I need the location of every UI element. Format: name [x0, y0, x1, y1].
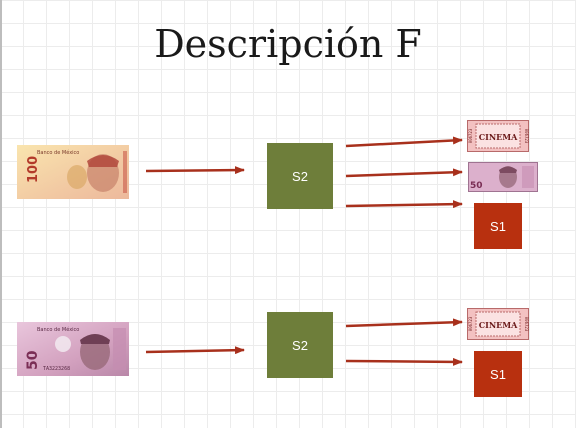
ticket2-text: CINEMA [479, 320, 518, 330]
banknote-50-image: 50 Banco de México TA3223268 [17, 322, 129, 376]
s1-box-1: S1 [474, 203, 522, 249]
ticket2-right-number: 006723 [524, 317, 529, 332]
banknote-50-small-image: 50 [468, 162, 538, 192]
s2-box-1: S2 [267, 143, 333, 209]
bill100-bank-text: Banco de México [37, 149, 79, 156]
bill50-serial: TA3223268 [43, 366, 70, 372]
arrow-s2-to-ticket-2 [345, 318, 463, 328]
ticket1-text: CINEMA [479, 132, 518, 142]
s1-label-1: S1 [490, 218, 506, 234]
arrow-s2-to-bill50-1 [345, 168, 463, 178]
bill50-bank-text: Banco de México [37, 326, 79, 333]
arrow-s2-to-ticket-1 [345, 136, 463, 148]
s2-label-2: S2 [292, 337, 308, 353]
s1-label-2: S1 [490, 366, 506, 382]
s1-box-2: S1 [474, 351, 522, 397]
arrow-s2-to-s1-1 [345, 200, 463, 209]
banknote-100-image: 100 Banco de México [17, 145, 129, 199]
cinema-ticket-1: CINEMA 006723 006723 [467, 120, 529, 152]
bill100-denomination: 100 [26, 156, 41, 183]
slide-left-edge [0, 0, 2, 428]
cinema-ticket-2: CINEMA 006723 006723 [467, 308, 529, 340]
ticket2-left-number: 006723 [468, 316, 473, 331]
s2-label-1: S2 [292, 168, 308, 184]
arrow-s2-to-s1-2 [345, 357, 463, 366]
page-title: Descripción F [154, 22, 422, 66]
s2-box-2: S2 [267, 312, 333, 378]
bill50-denomination: 50 [25, 350, 41, 370]
ticket1-left-number: 006723 [468, 128, 473, 143]
ticket1-right-number: 006723 [524, 129, 529, 144]
arrow-bill50-to-s2 [145, 346, 245, 355]
bill50-small-denomination: 50 [470, 181, 483, 191]
arrow-bill100-to-s2 [145, 166, 245, 175]
